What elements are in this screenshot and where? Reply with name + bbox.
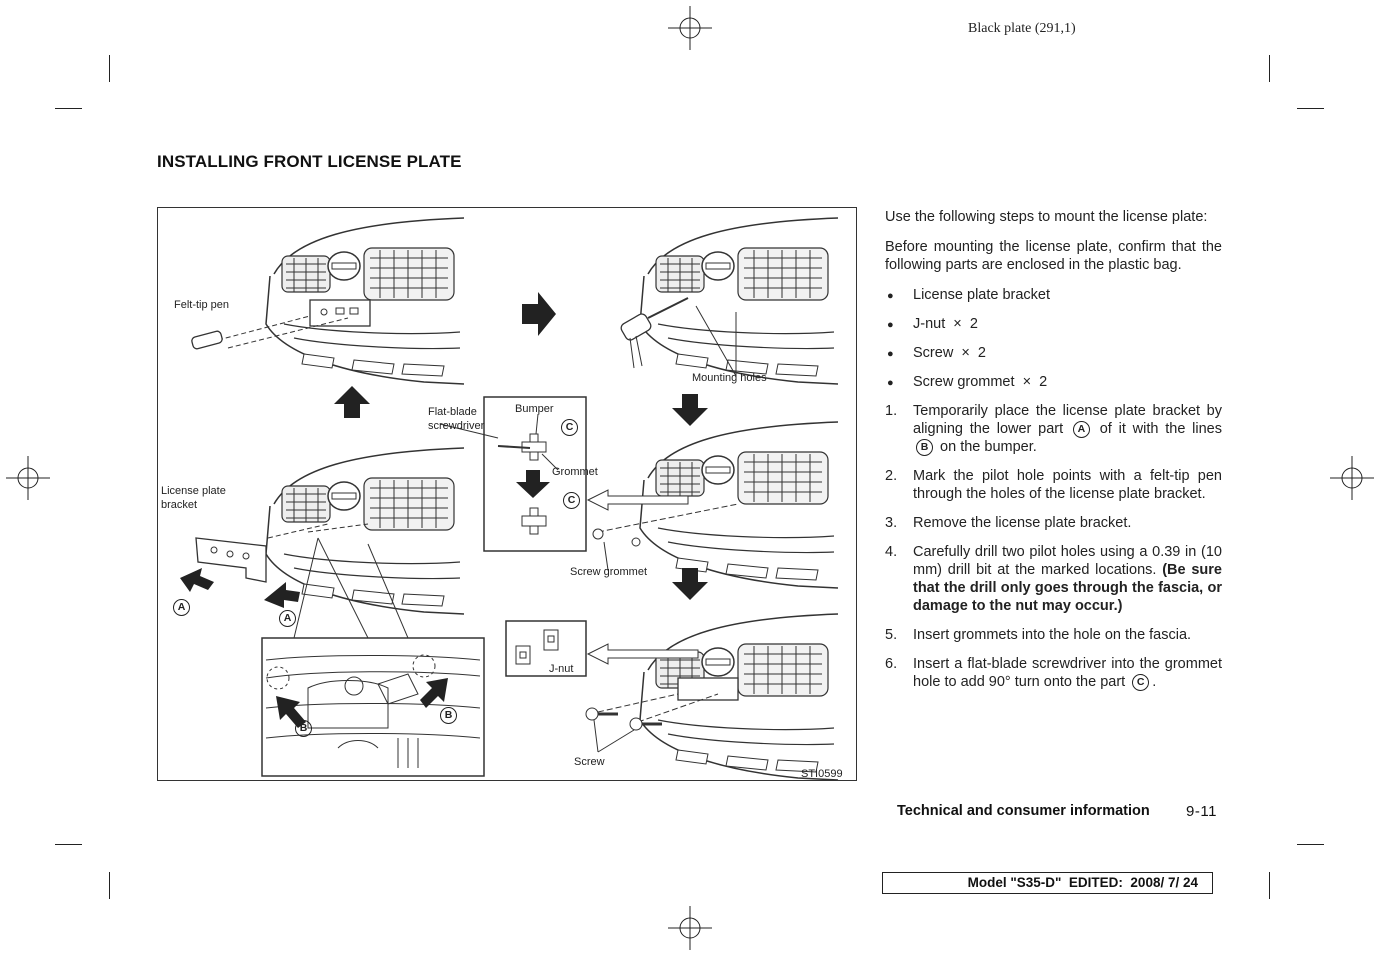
step-2: 2.Mark the pilot hole points with a felt…	[885, 468, 1222, 502]
label-mounting-holes: Mounting holes	[692, 372, 767, 384]
plate-mark: Black plate (291,1)	[968, 21, 1076, 36]
callout-b-1: B	[295, 720, 312, 737]
drill-warning: (Be sure that the drill only goes throug…	[913, 562, 1222, 614]
callout-b-2: B	[440, 707, 457, 724]
label-flat-blade-1: Flat-blade	[428, 406, 477, 418]
model-edit-box: Model "S35-D" EDITED: 2008/ 7/ 24	[882, 872, 1213, 894]
bullet-icon: ●	[887, 290, 894, 302]
callout-a-ref: A	[1072, 421, 1090, 438]
registration-mark-top	[668, 6, 712, 50]
figure-id: STI0599	[801, 768, 843, 780]
callout-c-1: C	[561, 419, 578, 436]
intro-paragraph: Use the following steps to mount the lic…	[885, 209, 1208, 225]
label-flat-blade-2: screwdriver	[428, 420, 485, 432]
label-grommet: Grommet	[552, 466, 598, 478]
registration-mark-right	[1330, 456, 1374, 500]
parts-paragraph: Before mounting the license plate, confi…	[885, 239, 1222, 273]
callout-a-1: A	[173, 599, 190, 616]
list-item: ●Screw × 2	[887, 345, 986, 361]
list-item: ●License plate bracket	[887, 287, 1051, 303]
list-item: ●Screw grommet × 2	[887, 374, 1048, 390]
bullet-icon: ●	[887, 348, 894, 360]
label-j-nut: J-nut	[549, 663, 574, 675]
parts-list: ●License plate bracket ●J-nut × 2 ●Screw…	[885, 286, 1222, 391]
instructions: Use the following steps to mount the lic…	[885, 208, 1222, 702]
label-screw-grommet: Screw grommet	[570, 566, 648, 578]
steps-list: 1.Temporarily place the license plate br…	[885, 402, 1222, 691]
step-4: 4.Carefully drill two pilot holes using …	[885, 544, 1222, 614]
step-3: 3.Remove the license plate bracket.	[885, 515, 1132, 531]
section-heading: INSTALLING FRONT LICENSE PLATE	[157, 152, 462, 171]
list-item: ●J-nut × 2	[887, 316, 978, 332]
registration-mark-bottom	[668, 906, 712, 950]
page-number: 9-11	[1186, 803, 1217, 820]
callout-b-ref: B	[916, 439, 933, 456]
callout-c-ref: C	[1132, 674, 1150, 691]
label-screw: Screw	[574, 756, 605, 768]
callout-c-2: C	[563, 492, 580, 509]
label-license-bracket-2: bracket	[161, 499, 198, 511]
illustration-drawing	[180, 217, 839, 780]
installation-illustration: Felt-tip pen Mounting holes Flat-blade s…	[157, 207, 857, 781]
callout-a-2: A	[279, 610, 296, 627]
footer-section-title: Technical and consumer information	[897, 803, 1150, 819]
bullet-icon: ●	[887, 319, 894, 331]
registration-mark-left	[6, 456, 50, 500]
step-5: 5.Insert grommets into the hole on the f…	[885, 627, 1192, 643]
bullet-icon: ●	[887, 377, 894, 389]
label-felt-tip-pen: Felt-tip pen	[174, 299, 230, 311]
step-6: 6.Insert a flat-blade screwdriver into t…	[885, 656, 1222, 691]
step-1: 1.Temporarily place the license plate br…	[885, 403, 1222, 456]
label-license-bracket-1: License plate	[161, 485, 226, 497]
label-bumper: Bumper	[515, 403, 554, 415]
